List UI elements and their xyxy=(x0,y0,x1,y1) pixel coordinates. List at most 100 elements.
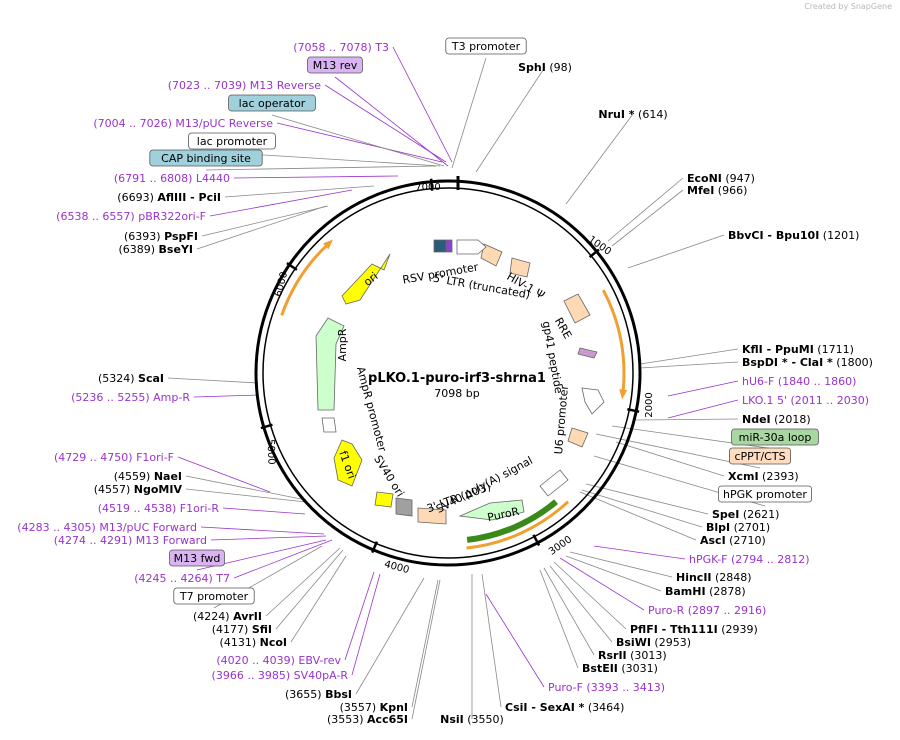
feature-arrows xyxy=(280,239,628,550)
callout-text: (4729 .. 4750) F1ori-F xyxy=(54,451,174,464)
callout-naei: (4559) NaeI xyxy=(114,470,182,483)
callout-name: NgoMIV xyxy=(134,483,183,496)
callout-nsii: NsiI (3550) xyxy=(440,713,504,726)
callout-m13-fwd: M13 fwd xyxy=(169,549,225,567)
callout-f1ori-f: (4729 .. 4750) F1ori-F xyxy=(54,451,174,464)
callout-position: (3031) xyxy=(618,662,658,675)
callout-name: M13 fwd xyxy=(174,552,221,565)
ltr3-feature xyxy=(417,507,447,525)
callout-hincii: HincII (2848) xyxy=(676,571,752,584)
callout-name: lac promoter xyxy=(197,135,268,148)
callout-text: BlpI (2701) xyxy=(706,521,770,534)
callout-pbr322ori-f: (6538 .. 6557) pBR322ori-F xyxy=(56,210,206,223)
tick-mark xyxy=(429,178,434,191)
callout-text: (3966 .. 3985) SV40pA-R xyxy=(212,669,349,682)
callout-name: ScaI xyxy=(138,372,164,385)
callout-line xyxy=(607,177,684,242)
callout-position: (2701) xyxy=(730,521,770,534)
callout-text: (4283 .. 4305) M13/pUC Forward xyxy=(17,521,197,534)
callout-mfei: MfeI (966) xyxy=(687,184,747,197)
callout-position: (2018) xyxy=(771,413,811,426)
tick-label: 7000 xyxy=(415,182,440,193)
inner-label: U6 promoter xyxy=(552,384,571,455)
callout-line xyxy=(581,489,703,528)
callout-name: XcmI xyxy=(728,470,759,483)
callout-ngomiv: (4557) NgoMIV xyxy=(94,483,183,496)
callout-line xyxy=(231,152,441,167)
callout-name: AscI xyxy=(700,534,726,547)
callout-name: RsrII xyxy=(598,649,627,662)
callout-afliii-pcii: (6693) AflIII - PciI xyxy=(117,191,221,204)
callout-box xyxy=(173,587,255,605)
callout-line xyxy=(553,561,627,630)
callout-l4440: (6791 .. 6808) L4440 xyxy=(114,172,230,185)
callout-line xyxy=(569,551,673,578)
callout-hu6-f: hU6-F (1840 .. 1860) xyxy=(742,375,856,388)
callout-text: (7004 .. 7026) M13/pUC Reverse xyxy=(93,117,273,130)
callout-name: T7 promoter xyxy=(179,590,249,603)
callout-box xyxy=(718,485,813,503)
callout-name: PspFI xyxy=(164,230,198,243)
callout-puro-f: Puro-F (3393 .. 3413) xyxy=(548,681,665,694)
inner-label: AmpR xyxy=(336,328,349,361)
callout-ndei: NdeI (2018) xyxy=(742,413,811,426)
callout-line xyxy=(324,84,447,163)
callout-position: (4131) xyxy=(220,636,260,649)
callout-name: M13/pUC Reverse xyxy=(175,117,273,130)
rsv-promoter-feature xyxy=(456,239,487,255)
tick-mark xyxy=(532,534,541,547)
callout-lac-operator: lac operator xyxy=(228,94,316,112)
callout-name: pBR322ori-F xyxy=(138,210,206,223)
callout-name: hPGK promoter xyxy=(723,488,807,501)
callout-box xyxy=(307,56,363,74)
callout-position: (7058 .. 7078) xyxy=(293,41,375,54)
callout-text: Puro-F (3393 .. 3413) xyxy=(548,681,665,694)
callout-position: (98) xyxy=(546,61,572,74)
callout-box xyxy=(228,94,316,112)
callout-line xyxy=(539,569,579,669)
callout-name: KflI - PpuMI xyxy=(742,343,814,356)
callout-text: NsiI (3550) xyxy=(440,713,504,726)
callout-position: (1201) xyxy=(819,229,859,242)
inner-label: SV40 ori xyxy=(371,453,407,499)
callout-line xyxy=(222,507,306,515)
puror-arc xyxy=(466,499,558,543)
cppt-feature xyxy=(567,427,589,448)
callout-line xyxy=(233,175,399,179)
callout-position: (7004 .. 7026) xyxy=(93,117,175,130)
callout-t3-promoter: T3 promoter xyxy=(445,37,527,55)
callout-line xyxy=(639,348,739,365)
callout-text: BbvCI - Bpu10I (1201) xyxy=(728,229,859,242)
callout-line xyxy=(559,557,645,611)
callout-asci: AscI (2710) xyxy=(700,534,766,547)
callout-position: (2794 .. 2812) xyxy=(727,553,809,566)
callout-line xyxy=(275,549,344,630)
callout-position: (4729 .. 4750) xyxy=(54,451,136,464)
callout-name: NruI * xyxy=(598,108,634,121)
callout-avrii: (4224) AvrII xyxy=(193,610,262,623)
callout-position: (2897 .. 2916) xyxy=(684,604,766,617)
callout-text: (4224) AvrII xyxy=(193,610,262,623)
callout-name: M13 rev xyxy=(313,59,358,72)
callout-line xyxy=(233,539,333,579)
callout-rsrii: RsrII (3013) xyxy=(598,649,667,662)
callout-line xyxy=(667,380,739,397)
callout-name: T3 xyxy=(374,41,389,54)
callout-text: (5324) ScaI xyxy=(98,372,164,385)
callout-acc65i: (3553) Acc65I xyxy=(327,713,408,726)
callout-name: BbvCI - Bpu10I xyxy=(728,229,819,242)
callout-position: (1800) xyxy=(833,356,873,369)
callout-m13-forward: (4274 .. 4291) M13 Forward xyxy=(54,534,207,547)
callout-position: (6693) xyxy=(117,191,157,204)
callout-name: BamHI xyxy=(665,585,706,598)
callout-line xyxy=(549,565,613,643)
callout-line xyxy=(667,399,739,419)
callout-name: BseYI xyxy=(159,243,193,256)
callout-line xyxy=(205,165,437,171)
m13-rev-feature xyxy=(445,239,453,253)
tick-label: 3000 xyxy=(547,534,574,558)
callout-text: XcmI (2393) xyxy=(728,470,799,483)
callout-position: (614) xyxy=(635,108,668,121)
callout-text: (5236 .. 5255) Amp-R xyxy=(71,391,190,404)
callout-lko-1-5: LKO.1 5' (2011 .. 2030) xyxy=(742,394,869,407)
